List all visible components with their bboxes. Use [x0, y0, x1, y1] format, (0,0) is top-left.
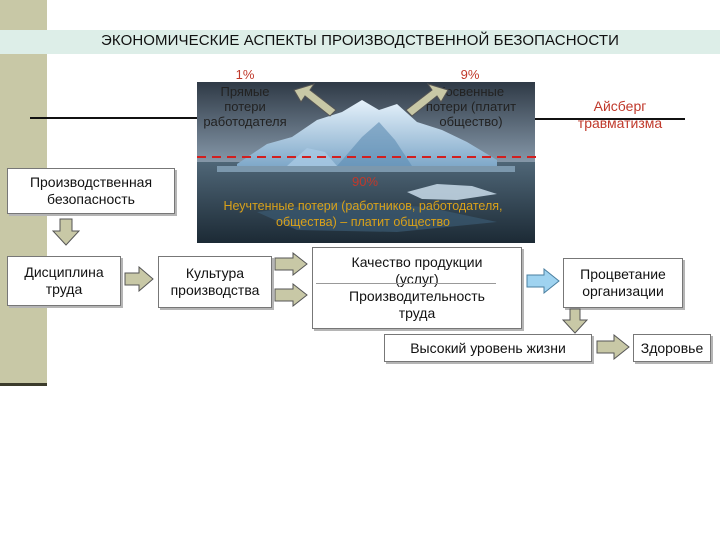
hidden-losses-percent: 90% [351, 174, 379, 189]
title-band [0, 30, 720, 54]
iceberg-image [197, 82, 535, 243]
arrow-to-indirect-losses [405, 83, 449, 117]
direct-losses-label: Прямые потери работодателя [203, 84, 287, 129]
productivity-label-2: труда [398, 305, 436, 321]
arrow-to-prosperity [526, 268, 560, 294]
direct-losses-percent: 1% [235, 67, 255, 82]
indirect-losses-percent: 9% [460, 67, 480, 82]
left-sidebar-edge [0, 383, 47, 386]
iceberg-caption: Айсберг травматизма [577, 98, 663, 131]
indirect-losses-label: Косвенные потери (платит общество) [425, 84, 517, 129]
divider-line-left [30, 117, 200, 119]
slide-title: ЭКОНОМИЧЕСКИЕ АСПЕКТЫ ПРОИЗВОДСТВЕННОЙ Б… [101, 32, 619, 49]
arrow-culture-to-productivity [274, 283, 308, 307]
waterline [197, 156, 537, 158]
arrow-culture-to-quality [274, 252, 308, 276]
quality-label: Качество продукции [351, 254, 483, 270]
living-standard-box: Высокий уровень жизни [384, 334, 592, 362]
quality-label-2: (услуг) [395, 271, 439, 287]
arrow-living-to-health [596, 334, 630, 360]
productivity-label: Производительность [349, 288, 485, 304]
health-box: Здоровье [633, 334, 711, 362]
arrow-prosperity-to-living [562, 308, 588, 334]
divider-line-right [535, 118, 685, 120]
hidden-losses-label: Неучтенные потери (работников, работодат… [223, 199, 503, 229]
arrow-discipline-to-culture [124, 266, 154, 292]
inner-divider [316, 283, 496, 284]
arrow-to-direct-losses [293, 83, 337, 117]
quality-productivity-box: Качество продукции (услуг) Производитель… [312, 247, 522, 329]
arrow-safety-to-discipline [52, 218, 80, 246]
